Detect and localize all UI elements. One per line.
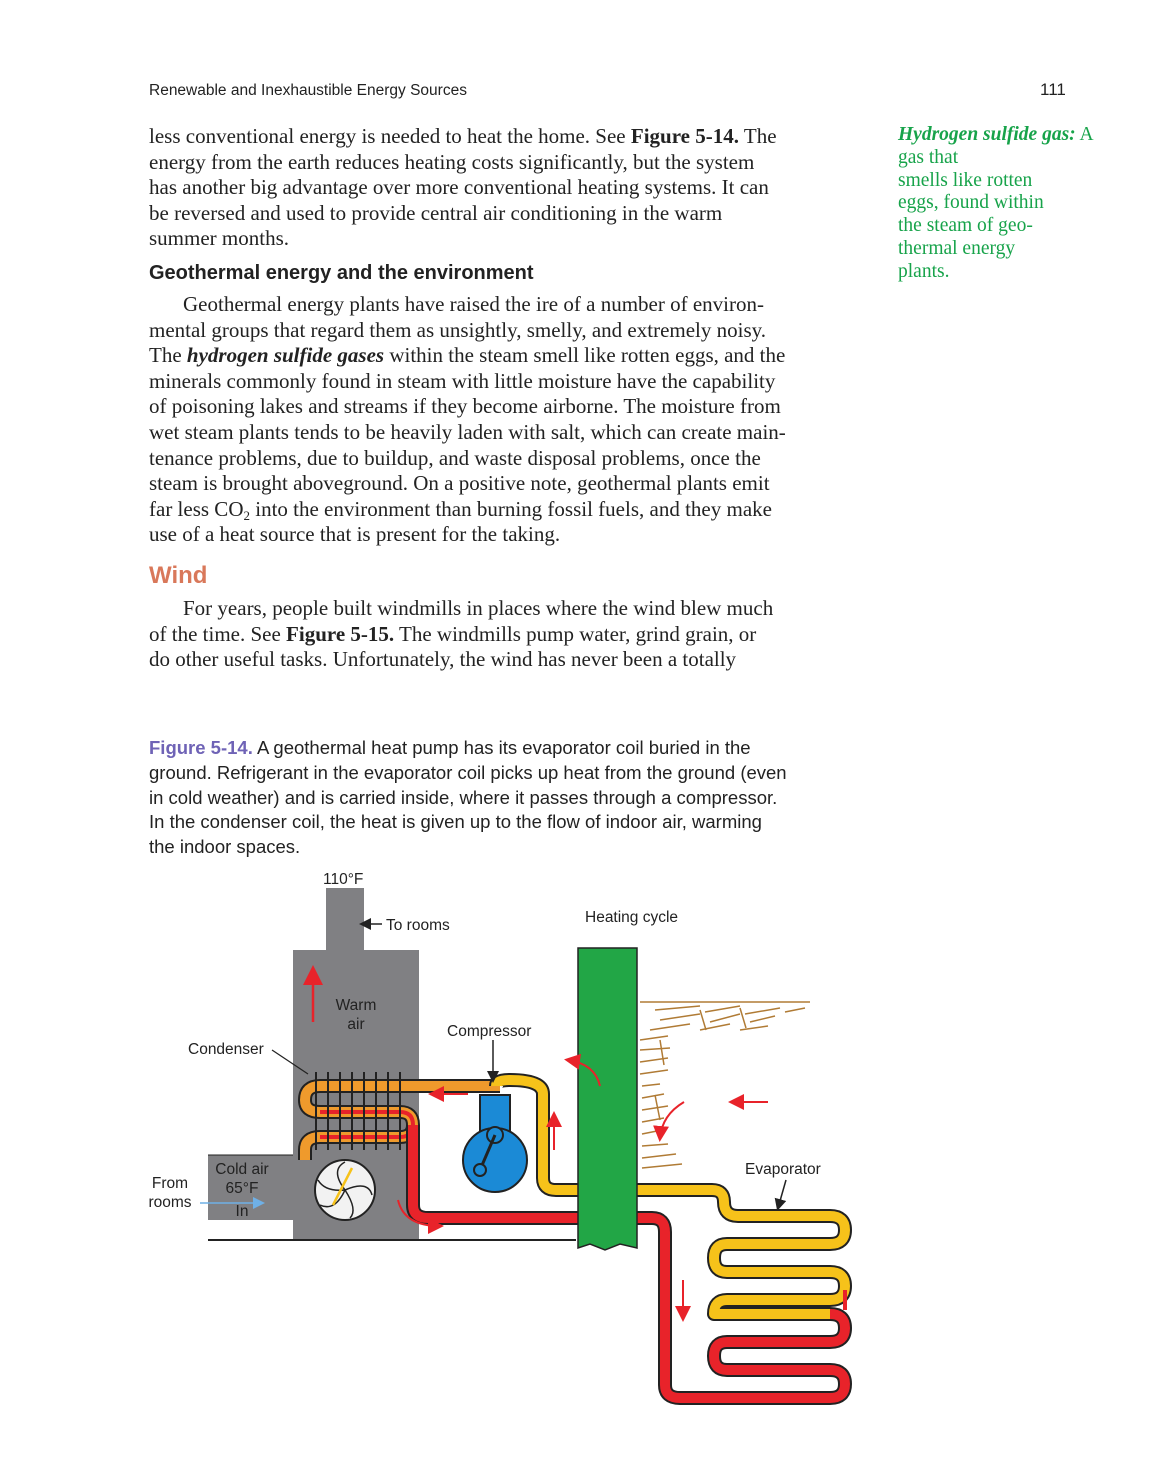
text-line: do other useful tasks. Unfortunately, th… bbox=[149, 647, 737, 672]
label-air: air bbox=[347, 1016, 364, 1033]
label-temp-in: 65°F bbox=[226, 1180, 259, 1197]
text-line: use of a heat source that is present for… bbox=[149, 522, 561, 547]
label-from: From bbox=[152, 1175, 188, 1192]
figure-number: Figure 5-14. bbox=[149, 737, 253, 758]
paragraph-intro: less conventional energy is needed to he… bbox=[149, 124, 777, 252]
text-line: of the time. See Figure 5-15. The windmi… bbox=[149, 621, 757, 646]
text-line: summer months. bbox=[149, 226, 289, 251]
text-line: For years, people built windmills in pla… bbox=[183, 596, 774, 620]
text-line: Geothermal energy plants have raised the… bbox=[183, 292, 764, 316]
compressor bbox=[462, 1094, 528, 1193]
furnace-cabinet bbox=[208, 888, 576, 1241]
label-condenser: Condenser bbox=[188, 1041, 264, 1058]
blower-fan bbox=[314, 1159, 376, 1221]
section-heading-geothermal: Geothermal energy and the environment bbox=[149, 262, 534, 284]
condenser-coil bbox=[298, 1072, 500, 1160]
label-in: In bbox=[236, 1203, 249, 1220]
paragraph-geothermal: Geothermal energy plants have raised the… bbox=[149, 292, 786, 548]
hot-refrigerant-line bbox=[406, 1125, 852, 1405]
foundation-wall bbox=[577, 947, 638, 1251]
text-line: of poisoning lakes and streams if they b… bbox=[149, 394, 781, 419]
text-line: wet steam plants tends to be heavily lad… bbox=[149, 419, 786, 444]
evaporator-coil bbox=[489, 1073, 852, 1321]
paragraph-wind: For years, people built windmills in pla… bbox=[149, 596, 773, 673]
text-line: energy from the earth reduces heating co… bbox=[149, 149, 755, 174]
text-line: The hydrogen sulfide gases within the st… bbox=[149, 343, 786, 368]
text-line: minerals commonly found in steam with li… bbox=[149, 368, 776, 393]
section-heading-wind: Wind bbox=[149, 562, 208, 589]
evaporator-leader bbox=[774, 1179, 787, 1211]
label-evaporator: Evaporator bbox=[745, 1161, 821, 1178]
label-to-rooms: To rooms bbox=[386, 917, 450, 934]
text-line: has another big advantage over more conv… bbox=[149, 175, 769, 200]
margin-glossary-note: Hydrogen sulfide gas: A gas that smells … bbox=[898, 124, 1093, 282]
figure-reference: Figure 5-14. bbox=[630, 124, 739, 148]
key-term: hydrogen sulfide gases bbox=[186, 343, 385, 368]
text-line: less conventional energy is needed to he… bbox=[149, 124, 777, 148]
label-heating-cycle: Heating cycle bbox=[585, 909, 678, 926]
page-number: 111 bbox=[1040, 80, 1066, 99]
text-line: far less CO2 into the environment than b… bbox=[149, 496, 772, 523]
soil-hatching bbox=[639, 1001, 810, 1169]
text-line: tenance problems, due to buildup, and wa… bbox=[149, 445, 761, 470]
text-line: steam is brought aboveground. On a posit… bbox=[149, 471, 770, 496]
label-temp-out: 110°F bbox=[323, 871, 363, 888]
flow-arrows bbox=[397, 1053, 768, 1322]
figure-caption: Figure 5-14. A geothermal heat pump has … bbox=[149, 737, 787, 858]
text-line: mental groups that regard them as unsigh… bbox=[149, 317, 767, 342]
label-rooms: rooms bbox=[148, 1194, 191, 1211]
running-header-title: Renewable and Inexhaustible Energy Sourc… bbox=[149, 82, 467, 99]
figure-reference: Figure 5-15. bbox=[286, 621, 395, 646]
label-compressor: Compressor bbox=[447, 1023, 531, 1040]
text-line: be reversed and used to provide central … bbox=[149, 200, 723, 225]
label-warm: Warm bbox=[336, 997, 377, 1014]
glossary-term: Hydrogen sulfide gas: bbox=[898, 124, 1076, 145]
label-cold-air: Cold air bbox=[215, 1161, 268, 1178]
condenser-leader bbox=[271, 1049, 309, 1075]
